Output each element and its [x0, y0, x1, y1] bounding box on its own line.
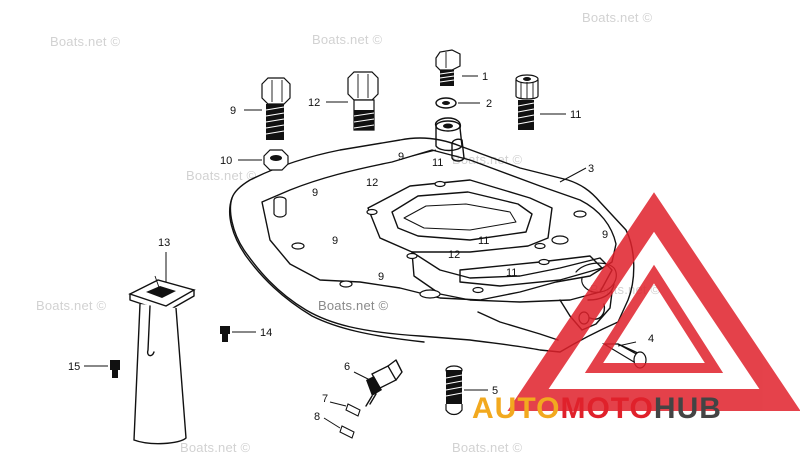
callout-11b: 11 [432, 157, 443, 169]
watermark: Boats.net © [452, 152, 523, 167]
callout-7: 7 [322, 393, 328, 405]
callout-15: 15 [68, 361, 80, 373]
pin-part-7 [345, 403, 361, 417]
nut-part-10 [263, 149, 289, 171]
sensor-part-6 [365, 359, 403, 407]
callout-12c: 12 [448, 249, 460, 261]
callout-9a: 9 [230, 105, 236, 117]
leader-lines [84, 75, 637, 429]
watermark: Boats.net © [36, 298, 107, 313]
tube-part-13 [128, 275, 196, 445]
callout-13: 13 [158, 237, 170, 249]
callout-8: 8 [314, 411, 320, 423]
callout-1: 1 [482, 71, 488, 83]
callout-12a: 12 [308, 97, 320, 109]
callout-11c: 11 [478, 235, 489, 247]
callout-2: 2 [486, 98, 492, 110]
watermark: Boats.net © [180, 440, 251, 455]
bolt-part-11 [515, 74, 539, 130]
screw-part-14 [220, 326, 230, 342]
watermark: Boats.net © [50, 34, 121, 49]
pin-part-8 [339, 425, 355, 439]
callout-11d: 11 [506, 267, 517, 279]
callouts: 1 2 3 4 5 6 7 8 9 9 9 9 9 9 10 11 11 11 … [68, 71, 654, 423]
washer-part-2 [435, 97, 457, 109]
callout-5: 5 [492, 385, 498, 397]
callout-3: 3 [588, 163, 594, 175]
callout-9f: 9 [602, 229, 608, 241]
callout-11a: 11 [570, 109, 581, 121]
watermark: Boats.net © [186, 168, 257, 183]
callout-9c: 9 [312, 187, 318, 199]
wordmark-moto: MOTO [560, 392, 654, 425]
bolt-part-1 [435, 49, 461, 86]
automotohub-wordmark: AUTOMOTOHUB [472, 392, 722, 426]
bolt-part-9 [261, 77, 291, 140]
watermark: Boats.net © [318, 298, 389, 313]
watermark: Boats.net © [312, 32, 383, 47]
callout-12b: 12 [366, 177, 378, 189]
callout-9e: 9 [378, 271, 384, 283]
callout-6: 6 [344, 361, 350, 373]
watermark: Boats.net © [582, 10, 653, 25]
callout-4: 4 [648, 333, 654, 345]
screw-part-15 [110, 360, 120, 378]
stud-part-5 [445, 365, 463, 416]
watermark: Boats.net © [452, 440, 523, 455]
automotohub-logo-mark [507, 192, 800, 411]
callout-14: 14 [260, 327, 272, 339]
wordmark-hub: HUB [653, 392, 722, 425]
callout-9d: 9 [332, 235, 338, 247]
callout-10: 10 [220, 155, 232, 167]
callout-9b: 9 [398, 151, 404, 163]
bolt-part-12 [347, 71, 379, 131]
wordmark-auto: AUTO [472, 392, 561, 425]
